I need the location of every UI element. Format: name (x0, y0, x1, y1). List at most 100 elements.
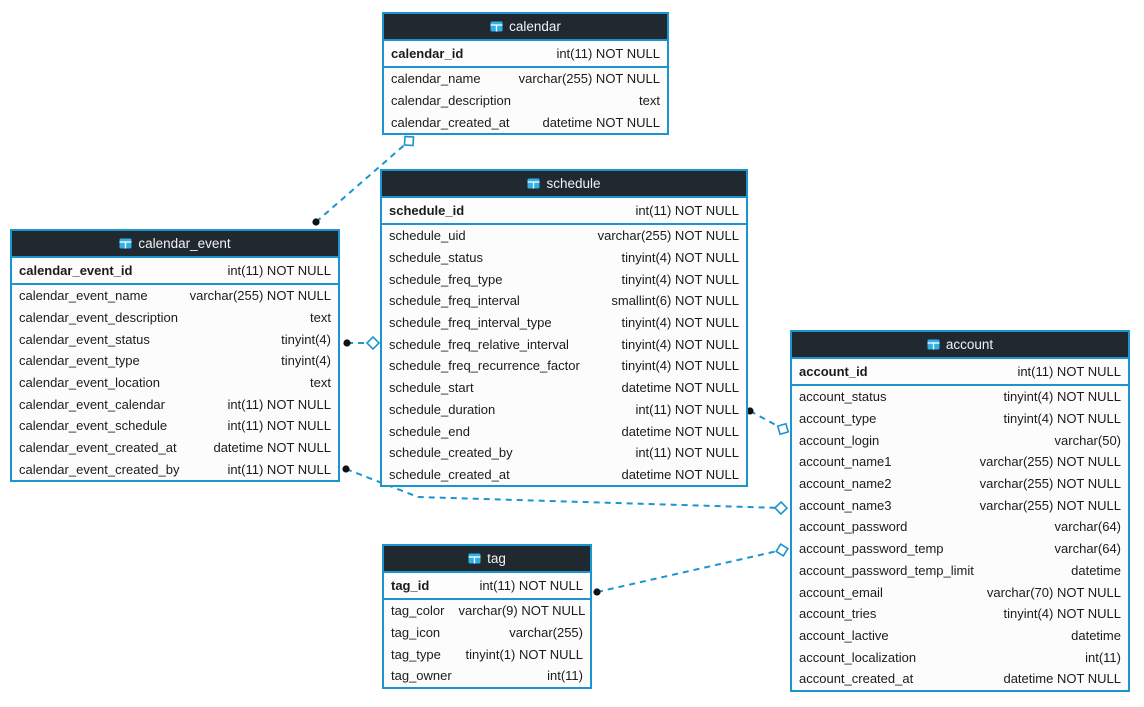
field-type: varchar(255) NOT NULL (597, 228, 739, 244)
field-name: account_name1 (799, 454, 892, 470)
field-type: datetime NOT NULL (1003, 671, 1121, 687)
field-name: account_id (799, 364, 868, 379)
entity-header-account[interactable]: account (792, 332, 1128, 359)
entity-title: calendar_event (138, 236, 231, 251)
field-type: int(11) NOT NULL (227, 396, 331, 412)
relationship-line-calendar_event_calendar[interactable] (315, 140, 410, 223)
field-type: varchar(255) (509, 625, 583, 641)
field-type: varchar(50) (1054, 432, 1121, 448)
field-name: schedule_freq_relative_interval (389, 336, 569, 352)
fk-dot-marker (746, 407, 754, 415)
field-name: account_name3 (799, 497, 892, 513)
field-type: datetime (1071, 562, 1121, 578)
field-row-calendar_event_created_by[interactable]: calendar_event_created_by int(11) NOT NUL… (12, 459, 338, 481)
field-name: calendar_event_created_by (19, 461, 180, 477)
field-type: tinyint(4) NOT NULL (1003, 411, 1121, 427)
field-row-account_password_temp_limit[interactable]: account_password_temp_limit datetime (792, 560, 1128, 582)
entity-header-schedule[interactable]: schedule (382, 171, 746, 198)
field-type: varchar(9) NOT NULL (458, 603, 586, 619)
pk-diamond-marker (403, 135, 415, 147)
field-type: tinyint(4) (281, 331, 331, 347)
field-name: account_name2 (799, 476, 892, 492)
relationship-line-tag_owner[interactable] (596, 549, 783, 593)
entity-title: calendar (509, 19, 561, 34)
field-name: schedule_uid (389, 228, 466, 244)
field-type: tinyint(4) NOT NULL (621, 250, 739, 266)
entity-title: tag (487, 551, 506, 566)
fk-dot-marker (342, 465, 350, 473)
relationship-line-calendar_event_created_by[interactable] (345, 468, 782, 509)
entity-header-tag[interactable]: tag (384, 546, 590, 573)
field-name: account_lactive (799, 627, 889, 643)
field-row-tag_color[interactable]: tag_color varchar(9) NOT NULL (384, 600, 590, 622)
field-name: schedule_duration (389, 401, 496, 417)
field-name: tag_color (391, 603, 445, 619)
entity-header-calendar[interactable]: calendar (384, 14, 667, 41)
field-type: varchar(255) NOT NULL (979, 476, 1121, 492)
field-type: tinyint(4) NOT NULL (621, 271, 739, 287)
field-name: account_tries (799, 606, 877, 622)
field-row-account_login[interactable]: account_login varchar(50) (792, 429, 1128, 451)
field-row-account_name2[interactable]: account_name2 varchar(255) NOT NULL (792, 473, 1128, 495)
table-icon (927, 339, 940, 350)
field-type: text (310, 375, 331, 391)
field-name: schedule_created_by (389, 445, 513, 461)
pk-diamond-marker (776, 422, 790, 436)
field-type: varchar(255) NOT NULL (189, 288, 331, 304)
field-name: account_password_temp_limit (799, 562, 974, 578)
field-name: account_login (799, 432, 880, 448)
field-type: int(11) NOT NULL (227, 461, 331, 477)
field-row-schedule_uid[interactable]: schedule_uid varchar(255) NOT NULL (382, 225, 746, 247)
field-type: int(11) NOT NULL (556, 46, 660, 61)
field-name: calendar_event_id (19, 263, 133, 278)
field-type: tinyint(1) NOT NULL (465, 646, 583, 662)
entity-header-calendar_event[interactable]: calendar_event (12, 231, 338, 258)
